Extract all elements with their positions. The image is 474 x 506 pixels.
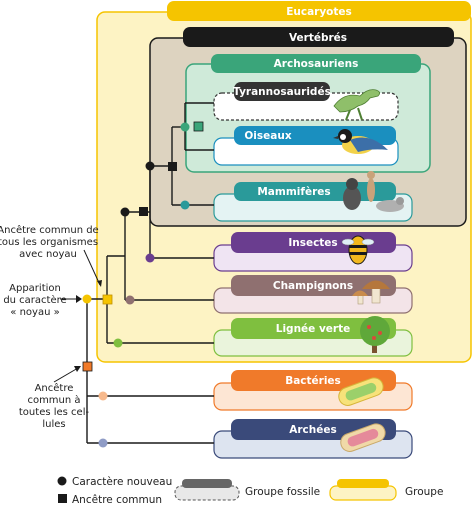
- bee-illustration: [341, 235, 375, 265]
- bacterium-illustration: [338, 377, 384, 406]
- tyrannosaurides-header: [234, 82, 330, 101]
- mammals-illustration: [343, 171, 404, 212]
- eucaryotes-header: [167, 1, 471, 21]
- svg-text:du caractère: du caractère: [3, 294, 66, 306]
- legend-fossil-header: [182, 479, 232, 488]
- dinosaur-illustration: [333, 89, 380, 121]
- character-dot-animals: [120, 207, 130, 217]
- character-dot-bacteria: [98, 391, 108, 401]
- mushroom-illustration: [352, 280, 390, 305]
- champignons-label: Champignons: [273, 280, 353, 292]
- character-dot-archosaurs: [180, 122, 190, 132]
- archaea-illustration: [340, 423, 386, 452]
- archees-label: Archées: [289, 424, 337, 436]
- archosauriens-header: [211, 54, 421, 73]
- ancestor-square-all-cells: [82, 361, 93, 372]
- character-dot-fungi: [125, 295, 135, 305]
- bird-illustration: [333, 129, 388, 154]
- legend-caractere-nouveau: Caractère nouveau: [72, 476, 172, 488]
- legend-group-header: [337, 479, 389, 488]
- character-dot-vertebrates: [145, 161, 155, 171]
- legend: Caractère nouveau Ancêtre commun Groupe …: [57, 476, 443, 506]
- legend-ancetre-commun: Ancêtre commun: [72, 494, 162, 506]
- bacteries-label: Bactéries: [285, 375, 341, 387]
- svg-text:tous les organismes: tous les organismes: [0, 237, 98, 248]
- lignee-verte-header: [231, 318, 396, 339]
- vertebres-label: Vertébrés: [289, 32, 347, 44]
- oiseaux-label: Oiseaux: [244, 130, 291, 142]
- vertebres-header: [183, 27, 454, 47]
- svg-text:toutes les cel-: toutes les cel-: [19, 407, 90, 418]
- legend-groupe: Groupe: [405, 486, 443, 498]
- character-dot-archaea: [98, 438, 108, 448]
- legend-groupe-fossile: Groupe fossile: [245, 486, 320, 498]
- ancestor-square-archosaurs: [193, 121, 204, 132]
- annotation-ancetre-noyau: Ancêtre commun de tous les organismes av…: [0, 224, 102, 287]
- legend-fossil-frame: [174, 485, 240, 501]
- legend-circle-icon: [57, 476, 67, 486]
- legend-square-icon: [58, 494, 67, 503]
- character-dot-mammals: [180, 200, 190, 210]
- svg-text:commun à: commun à: [27, 394, 80, 406]
- mammiferes-label: Mammifères: [257, 186, 330, 198]
- tyrannosaurides-label: Tyrannosauridés: [233, 86, 331, 98]
- character-dot-plants: [113, 338, 123, 348]
- ancestor-square-vertebrates-inner: [168, 162, 177, 171]
- svg-text:Ancêtre: Ancêtre: [35, 382, 74, 394]
- annotation-ancetre-cellules: Ancêtre commun à toutes les cel- lules: [19, 366, 90, 430]
- ancestor-square-animals: [139, 207, 148, 216]
- lignee-verte-label: Lignée verte: [276, 323, 350, 335]
- svg-text:Ancêtre commun de: Ancêtre commun de: [0, 224, 99, 236]
- svg-text:« noyau »: « noyau »: [10, 307, 59, 318]
- archosauriens-label: Archosauriens: [274, 58, 359, 70]
- svg-text:lules: lules: [42, 419, 65, 430]
- svg-text:avec noyau: avec noyau: [19, 249, 77, 260]
- legend-group-frame: [329, 485, 397, 501]
- champignons-header: [231, 275, 396, 296]
- eucaryotes-label: Eucaryotes: [286, 6, 352, 18]
- svg-text:Apparition: Apparition: [9, 283, 61, 294]
- character-dot-insects: [145, 253, 155, 263]
- tree-illustration: [360, 316, 390, 353]
- insectes-label: Insectes: [288, 237, 337, 249]
- annotation-apparition-noyau: Apparition du caractère « noyau »: [3, 283, 82, 318]
- ancestor-square-eukaryotes: [102, 294, 113, 305]
- character-dot-nucleus: [82, 294, 92, 304]
